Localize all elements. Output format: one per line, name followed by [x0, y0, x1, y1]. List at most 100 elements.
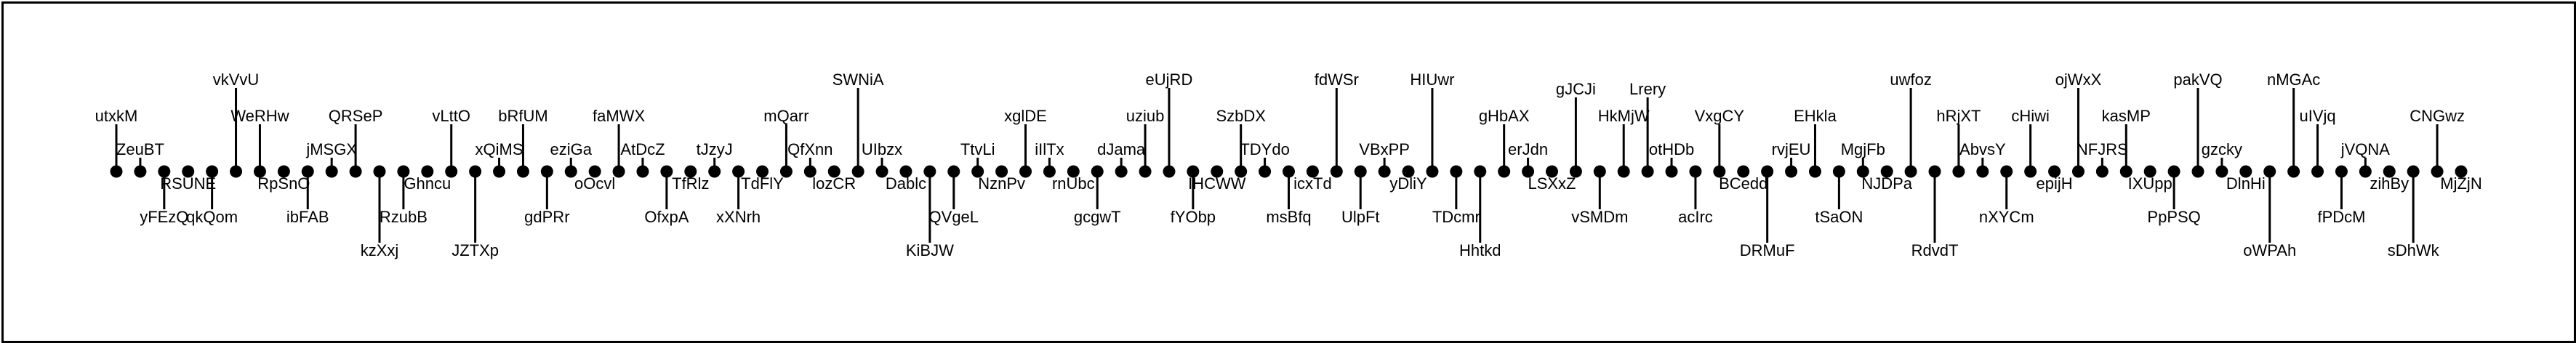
node-label: CNGwz [2410, 107, 2465, 125]
node-label: vLttO [432, 107, 470, 125]
node-dot [134, 165, 147, 178]
node-dot [2191, 165, 2204, 178]
node-cHiwi: cHiwi [2011, 107, 2050, 178]
node-RSUNE: RSUNE [160, 165, 216, 193]
node-otHDb: otHDb [1649, 140, 1694, 178]
node-label: jVQNA [2340, 140, 2391, 158]
node-label: VxgCY [1695, 107, 1745, 125]
node-utxkM: utxkM [95, 107, 137, 178]
node-RzubB: RzubB [380, 165, 428, 226]
node-vkVvU: vkVvU [213, 70, 259, 178]
node-dot [1091, 165, 1104, 178]
node-dot [349, 165, 362, 178]
node-label: SzbDX [1216, 107, 1266, 125]
node-dot [2407, 165, 2420, 178]
node-label: Dablc [886, 174, 926, 193]
node-SzbDX: SzbDX [1216, 107, 1266, 178]
node-QfXnn: QfXnn [787, 140, 833, 178]
node-label: TDcmr [1432, 208, 1480, 226]
node-label: rnUbc [1052, 174, 1095, 193]
node-MgjFb: MgjFb [1841, 140, 1885, 178]
node-label: gJCJi [1556, 80, 1596, 98]
node-dot [516, 165, 529, 178]
node-dot [1689, 165, 1702, 178]
node-label: AbvsY [1959, 140, 2006, 158]
node-label: fYObp [1171, 208, 1216, 226]
node-label: DRMuF [1740, 241, 1795, 259]
node-WeRHw: WeRHw [230, 107, 289, 178]
node-CNGwz: CNGwz [2410, 107, 2465, 178]
node-ZeuBT: ZeuBT [116, 140, 164, 178]
node-tJzyJ: tJzyJ [697, 140, 733, 178]
node-dot [493, 165, 506, 178]
node-dot [2239, 165, 2252, 178]
node-dot [612, 165, 625, 178]
node-label: qkQom [186, 208, 238, 226]
node-dot [1952, 165, 1965, 178]
node-dot [2048, 165, 2061, 178]
node-label: MgjFb [1841, 140, 1885, 158]
node-VBxPP: VBxPP [1359, 140, 1410, 178]
node-label: erJdn [1508, 140, 1548, 158]
node-oWPAh: oWPAh [2243, 165, 2296, 259]
node-TdFlY: TdFlY [741, 165, 784, 193]
node-TtvLi: TtvLi [960, 140, 995, 178]
node-label: SWNiA [832, 70, 884, 89]
node-dot [1856, 165, 1869, 178]
node-dot [1880, 165, 1893, 178]
node-dot [851, 165, 864, 178]
node-fYObp: fYObp [1171, 165, 1216, 226]
node-label: uziub [1126, 107, 1165, 125]
node-dot [1474, 165, 1487, 178]
node-Ghncu: Ghncu [404, 165, 451, 193]
node-UlpFt: UlpFt [1341, 165, 1380, 226]
node-dot [1354, 165, 1367, 178]
node-dot [1808, 165, 1821, 178]
node-mQarr: mQarr [763, 107, 809, 178]
node-label: NJDPa [1861, 174, 1912, 193]
node-dot [2311, 165, 2324, 178]
node-IXUpp: IXUpp [2128, 165, 2172, 193]
node-label: QVgeL [929, 208, 979, 226]
node-HIUwr: HIUwr [1410, 70, 1455, 178]
node-OfxpA: OfxpA [644, 165, 689, 226]
node-dot [2000, 165, 2013, 178]
node-label: RzubB [380, 208, 428, 226]
node-label: faMWX [593, 107, 645, 125]
node-NznPv: NznPv [978, 165, 1025, 193]
node-label: VBxPP [1359, 140, 1410, 158]
node-dot [421, 165, 434, 178]
node-SWNiA: SWNiA [832, 70, 884, 178]
node-dot [206, 165, 219, 178]
node-label: TfRlz [672, 174, 709, 193]
node-TfRlz: TfRlz [672, 165, 709, 193]
node-dot [971, 165, 984, 178]
node-label: HkMjW [1598, 107, 1650, 125]
node-uwfoz: uwfoz [1890, 70, 1932, 178]
node-dot [1426, 165, 1439, 178]
node-label: NFJRS [2077, 140, 2128, 158]
node-NFJRS: NFJRS [2077, 140, 2128, 178]
node-dot [2431, 165, 2444, 178]
node-dot [1976, 165, 1989, 178]
node-dot [1139, 165, 1152, 178]
node-pakVQ: pakVQ [2173, 70, 2223, 178]
node-dot [2455, 165, 2468, 178]
node-TDcmr: TDcmr [1432, 165, 1480, 226]
node-dot [325, 165, 338, 178]
node-dot [779, 165, 793, 178]
node-fPDcM: fPDcM [2317, 165, 2365, 226]
node-dot [636, 165, 649, 178]
node-dot [1545, 165, 1558, 178]
node-dot [2024, 165, 2037, 178]
node-label: eUjRD [1146, 70, 1193, 89]
node-LSXxZ: LSXxZ [1528, 165, 1576, 193]
node-icxTd: icxTd [1293, 165, 1332, 193]
node-dot [588, 165, 601, 178]
node-RdvdT: RdvdT [1911, 165, 1958, 259]
node-QVgeL: QVgeL [929, 165, 979, 226]
node-dot [923, 165, 936, 178]
node-dot [708, 165, 721, 178]
node-BCedd: BCedd [1719, 165, 1768, 193]
